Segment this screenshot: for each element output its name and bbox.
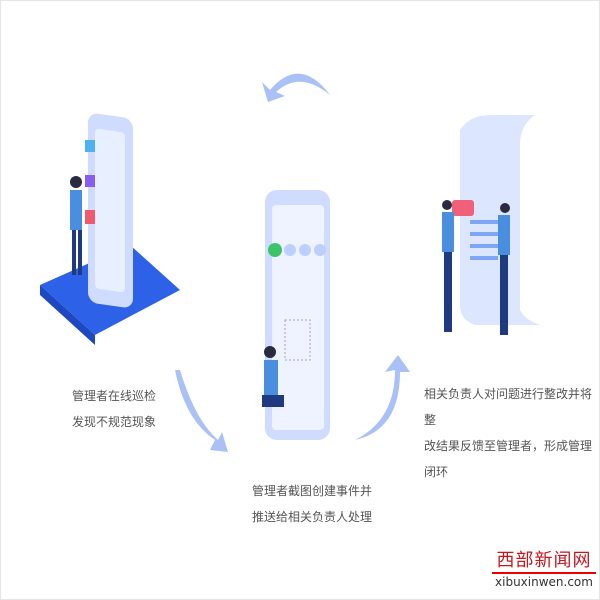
- step2-caption: 管理者截图创建事件并 推送给相关负责人处理: [252, 478, 372, 530]
- step3-line1: 相关负责人对问题进行整改并将整: [424, 387, 593, 427]
- step1-caption: 管理者在线巡检 发现不规范现象: [72, 383, 156, 435]
- cycle-arrow-top: [262, 73, 330, 102]
- cycle-arrow-left: [175, 370, 228, 452]
- step3-illustration: [442, 115, 540, 335]
- watermark-domain: xibuxinwen.com: [495, 575, 593, 589]
- step1-line2: 发现不规范现象: [72, 415, 157, 429]
- step2-line2: 推送给相关负责人处理: [252, 510, 373, 524]
- watermark-name: 西部新闻网: [492, 550, 596, 574]
- watermark: 西部新闻网 xibuxinwen.com: [492, 550, 596, 590]
- step3-line2: 改结果反馈至管理者，形成管理闭环: [424, 439, 593, 479]
- step2-line1: 管理者截图创建事件并: [252, 484, 373, 498]
- step1-illustration: [40, 113, 180, 345]
- step2-illustration: [262, 190, 330, 440]
- step1-line1: 管理者在线巡检: [72, 389, 157, 403]
- step3-caption: 相关负责人对问题进行整改并将整 改结果反馈至管理者，形成管理闭环: [424, 381, 600, 485]
- cycle-arrow-right: [355, 355, 410, 440]
